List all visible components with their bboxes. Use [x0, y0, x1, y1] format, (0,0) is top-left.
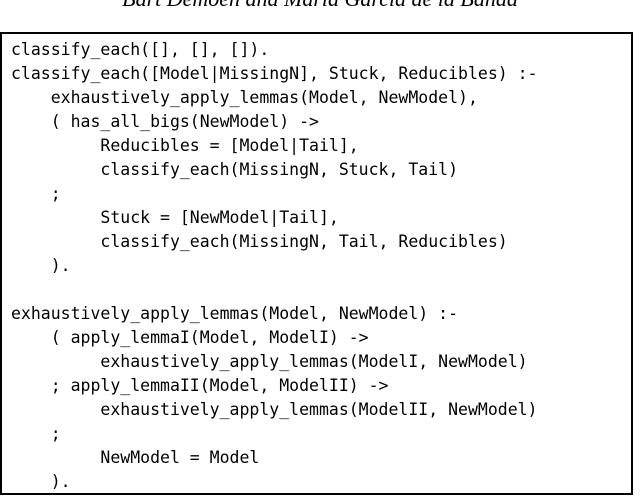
- code-listing-box: classify_each([], [], []). classify_each…: [0, 32, 633, 495]
- code-line-6: classify_each(MissingN, Stuck, Tail): [11, 160, 459, 179]
- code-line-4: ( has_all_bigs(NewModel) ->: [11, 112, 319, 131]
- code-line-2: classify_each([Model|MissingN], Stuck, R…: [11, 64, 538, 83]
- code-line-15: ; apply_lemmaII(Model, ModelII) ->: [11, 376, 389, 395]
- code-line-5: Reducibles = [Model|Tail],: [11, 136, 359, 155]
- code-line-14: exhaustively_apply_lemmas(ModelI, NewMod…: [11, 352, 528, 371]
- code-line-8: Stuck = [NewModel|Tail],: [11, 208, 339, 227]
- code-line-3: exhaustively_apply_lemmas(Model, NewMode…: [11, 88, 478, 107]
- code-line-17: ;: [11, 424, 61, 443]
- code-line-7: ;: [11, 184, 61, 203]
- code-line-18: NewModel = Model: [11, 448, 260, 467]
- code-line-19: ).: [11, 472, 71, 491]
- code-line-12: exhaustively_apply_lemmas(Model, NewMode…: [11, 304, 459, 323]
- code-line-13: ( apply_lemmaI(Model, ModelI) ->: [11, 328, 369, 347]
- code-line-1: classify_each([], [], []).: [11, 40, 270, 59]
- code-line-10: ).: [11, 256, 71, 275]
- code-line-9: classify_each(MissingN, Tail, Reducibles…: [11, 232, 508, 251]
- running-header: Bart Demoen and María García de la Banda: [0, 0, 640, 12]
- code-line-16: exhaustively_apply_lemmas(ModelII, NewMo…: [11, 400, 538, 419]
